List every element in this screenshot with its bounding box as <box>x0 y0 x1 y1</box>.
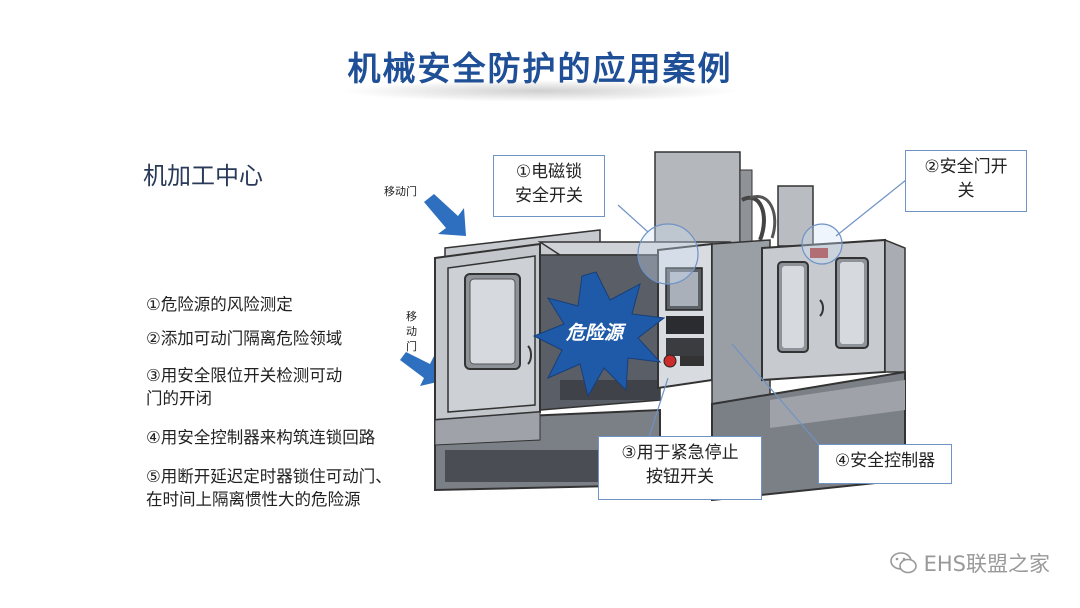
callout-line: 安全开关 <box>515 186 583 206</box>
hazard-label: 危险源 <box>566 322 624 344</box>
arrow-top-icon <box>424 194 466 236</box>
wechat-icon <box>889 552 917 574</box>
title-shadow <box>340 80 740 102</box>
step-item: ⑤用断开延迟定时器锁住可动门、 在时间上隔离惯性大的危险源 <box>146 465 446 511</box>
step-line: ②添加可动门隔离危险领域 <box>146 329 343 348</box>
callout-emergency-stop: ③用于紧急停止 按钮开关 <box>598 436 762 500</box>
step-line: 门的开闭 <box>146 389 212 408</box>
door-label-side-char: 门 <box>406 340 417 353</box>
door-label-top: 移动门 <box>384 185 417 198</box>
hazard-burst-icon <box>532 271 666 398</box>
watermark: EHS联盟之家 <box>889 548 1050 578</box>
step-item: ②添加可动门隔离危险领域 <box>146 327 446 350</box>
step-line: ③用安全限位开关检测可动 <box>146 366 343 385</box>
callout-line: ③用于紧急停止 <box>621 443 739 463</box>
step-line: ①危险源的风险测定 <box>146 295 293 314</box>
page-title: 机械安全防护的应用案例 <box>347 49 733 88</box>
door-label-side-char: 动 <box>406 325 417 338</box>
door-label-side: 移 动 门 <box>406 309 417 354</box>
step-item: ③用安全限位开关检测可动 门的开闭 <box>146 364 446 410</box>
step-item: ④用安全控制器来构筑连锁回路 <box>146 426 446 449</box>
subtitle: 机加工中心 <box>143 162 263 190</box>
step-line: ⑤用断开延迟定时器锁住可动门、 <box>146 467 392 486</box>
callout-electromagnetic-lock: ①电磁锁 安全开关 <box>493 155 605 217</box>
callout-safety-controller: ④安全控制器 <box>818 444 952 484</box>
step-line: ④用安全控制器来构筑连锁回路 <box>146 428 376 447</box>
door-label-side-char: 移 <box>406 310 417 323</box>
callout-line: 按钮开关 <box>646 467 714 487</box>
callout-line: ④安全控制器 <box>834 451 936 471</box>
callout-line: 关 <box>957 181 975 201</box>
callout-line: ①电磁锁 <box>515 162 583 182</box>
callout-line: ②安全门开 <box>924 157 1008 177</box>
callout-safety-door-switch: ②安全门开 关 <box>905 150 1027 212</box>
watermark-text: EHS联盟之家 <box>923 552 1050 576</box>
step-line: 在时间上隔离惯性大的危险源 <box>146 490 361 509</box>
step-item: ①危险源的风险测定 <box>146 293 446 316</box>
